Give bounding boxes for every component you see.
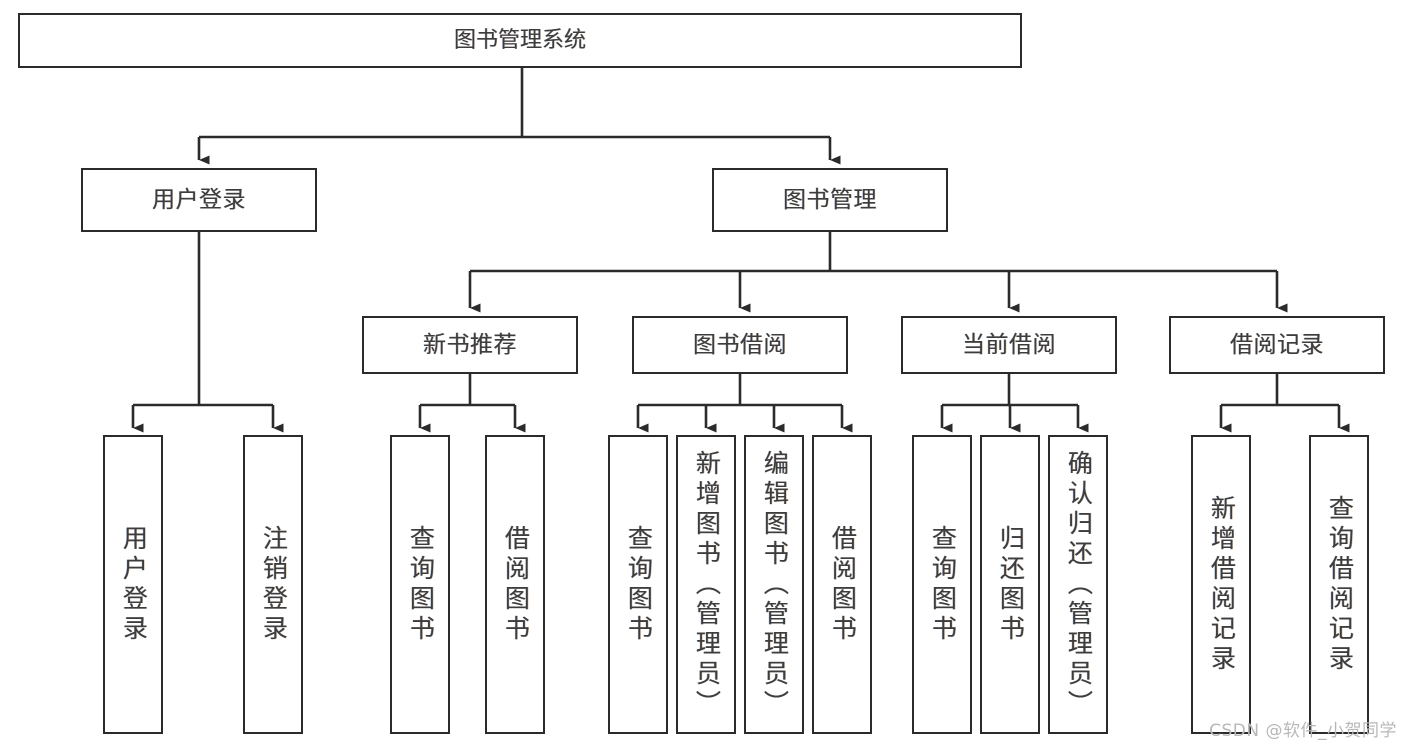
node-leaf-query-book-3-label: 查询图书 bbox=[928, 524, 958, 645]
node-leaf-add-record-label: 新增借阅记录 bbox=[1207, 494, 1237, 675]
node-new-book-recommend-label: 新书推荐 bbox=[423, 331, 517, 358]
watermark: CSDN @软件_小贺同学 bbox=[1209, 721, 1397, 741]
node-book-management[interactable]: 图书管理 bbox=[712, 168, 948, 232]
node-leaf-add-record[interactable]: 新增借阅记录 bbox=[1191, 435, 1251, 734]
node-book-management-label: 图书管理 bbox=[783, 186, 877, 213]
node-leaf-query-book-2[interactable]: 查询图书 bbox=[608, 435, 668, 734]
node-leaf-query-book-2-label: 查询图书 bbox=[624, 524, 654, 645]
node-leaf-add-book-label: 新增图书（管理员） bbox=[692, 449, 722, 720]
node-leaf-confirm-return[interactable]: 确认归还（管理员） bbox=[1048, 435, 1108, 734]
node-leaf-add-book[interactable]: 新增图书（管理员） bbox=[676, 435, 736, 734]
node-leaf-return-book[interactable]: 归还图书 bbox=[980, 435, 1040, 734]
node-current-borrow-label: 当前借阅 bbox=[962, 331, 1056, 358]
node-leaf-logout-label: 注销登录 bbox=[259, 524, 289, 645]
node-user-login[interactable]: 用户登录 bbox=[81, 168, 317, 232]
node-leaf-query-book-1[interactable]: 查询图书 bbox=[390, 435, 450, 734]
node-root[interactable]: 图书管理系统 bbox=[18, 13, 1022, 68]
node-borrow-record[interactable]: 借阅记录 bbox=[1169, 316, 1385, 374]
node-leaf-query-record[interactable]: 查询借阅记录 bbox=[1309, 435, 1369, 734]
node-leaf-edit-book[interactable]: 编辑图书（管理员） bbox=[744, 435, 804, 734]
node-current-borrow[interactable]: 当前借阅 bbox=[901, 316, 1117, 374]
node-leaf-confirm-return-label: 确认归还（管理员） bbox=[1064, 449, 1094, 720]
node-leaf-logout[interactable]: 注销登录 bbox=[243, 435, 303, 734]
node-leaf-return-book-label: 归还图书 bbox=[996, 524, 1026, 645]
node-leaf-user-login-label: 用户登录 bbox=[119, 524, 149, 645]
node-root-label: 图书管理系统 bbox=[453, 27, 586, 53]
node-leaf-borrow-book-2[interactable]: 借阅图书 bbox=[812, 435, 872, 734]
node-borrow-record-label: 借阅记录 bbox=[1230, 331, 1324, 358]
node-book-borrow-label: 图书借阅 bbox=[693, 331, 787, 358]
node-leaf-borrow-book-1-label: 借阅图书 bbox=[501, 524, 531, 645]
node-leaf-query-book-3[interactable]: 查询图书 bbox=[912, 435, 972, 734]
node-book-borrow[interactable]: 图书借阅 bbox=[632, 316, 848, 374]
node-leaf-edit-book-label: 编辑图书（管理员） bbox=[760, 449, 790, 720]
node-user-login-label: 用户登录 bbox=[152, 186, 246, 213]
node-leaf-borrow-book-1[interactable]: 借阅图书 bbox=[485, 435, 545, 734]
node-new-book-recommend[interactable]: 新书推荐 bbox=[362, 316, 578, 374]
node-leaf-borrow-book-2-label: 借阅图书 bbox=[828, 524, 858, 645]
node-leaf-query-book-1-label: 查询图书 bbox=[406, 524, 436, 645]
node-leaf-user-login[interactable]: 用户登录 bbox=[103, 435, 163, 734]
node-leaf-query-record-label: 查询借阅记录 bbox=[1325, 494, 1355, 675]
